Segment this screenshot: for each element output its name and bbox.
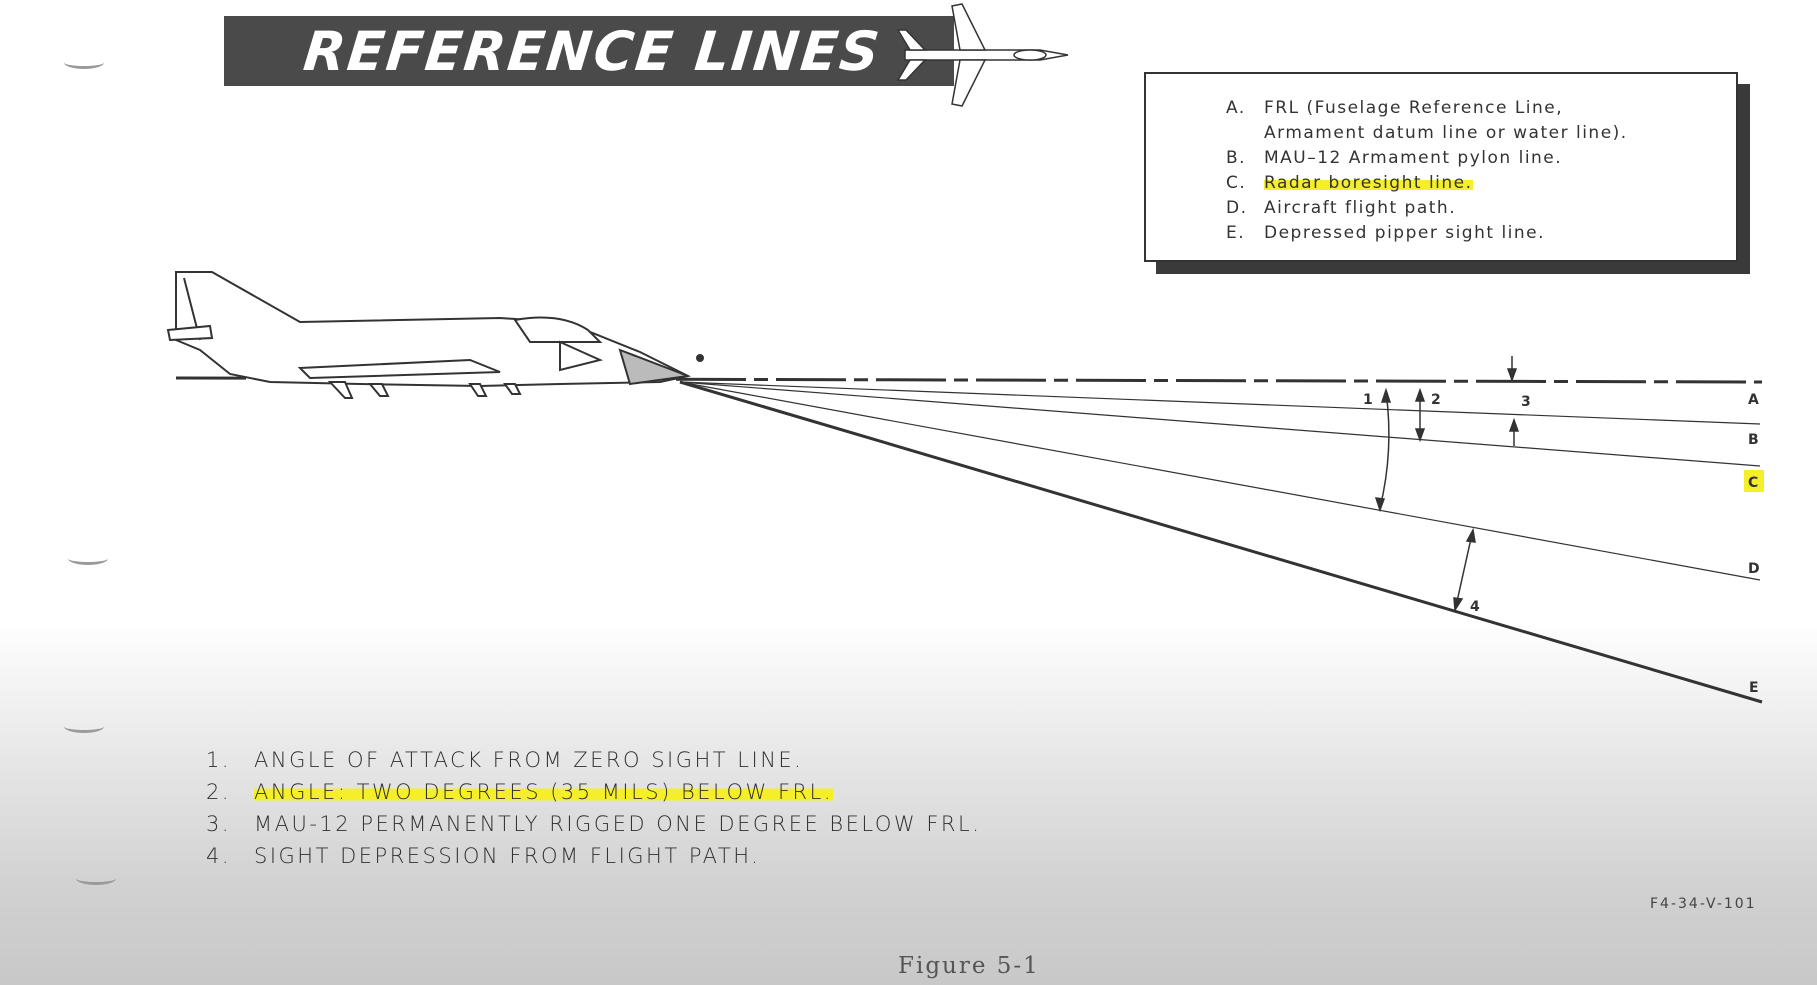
note-item: 3.MAU-12 PERMANENTLY RIGGED ONE DEGREE B… <box>206 812 982 836</box>
legend-item: A.FRL (Fuselage Reference Line, <box>1226 98 1564 118</box>
legend-item: E.Depressed pipper sight line. <box>1226 223 1546 243</box>
line-c-boresight <box>679 381 1761 467</box>
angle-label: 1 <box>1363 392 1373 408</box>
figure-code: F4-34-V-101 <box>1650 896 1757 912</box>
aircraft-side-view-icon <box>166 271 704 399</box>
reference-lines <box>175 376 1763 704</box>
line-letter-labels: A B C D E <box>1744 392 1764 696</box>
legend-item: D.Aircraft flight path. <box>1226 198 1457 218</box>
line-d-flight-path <box>679 381 1761 581</box>
angle-label: 2 <box>1431 392 1441 408</box>
angle-label: 3 <box>1521 394 1531 410</box>
legend-item: B.MAU–12 Armament pylon line. <box>1226 148 1563 168</box>
line-label-e: E <box>1749 680 1759 696</box>
highlight-mark <box>1744 470 1764 492</box>
legend-box: A.FRL (Fuselage Reference Line, Armament… <box>1144 72 1738 262</box>
plane-top-view-icon <box>896 3 1069 107</box>
binder-hole <box>76 872 116 885</box>
line-label-c: C <box>1748 475 1758 491</box>
note-item: 4.SIGHT DEPRESSION FROM FLIGHT PATH. <box>206 844 761 868</box>
note-item-highlighted: 2.ANGLE: TWO DEGREES (35 MILS) BELOW FRL… <box>206 780 833 804</box>
line-e-pipper-sight <box>679 380 1763 704</box>
legend-item: Armament datum line or water line). <box>1264 123 1628 143</box>
angle-label: 4 <box>1470 599 1480 615</box>
legend-item-highlighted: C.Radar boresight line. <box>1226 173 1473 193</box>
binder-hole <box>64 720 104 733</box>
angle-markers <box>1374 356 1520 613</box>
title-banner: REFERENCE LINES <box>224 16 954 86</box>
line-label-b: B <box>1748 432 1759 448</box>
binder-hole <box>68 552 108 565</box>
binder-hole <box>64 56 104 69</box>
line-b-pylon <box>679 381 1761 425</box>
note-item: 1.ANGLE OF ATTACK FROM ZERO SIGHT LINE. <box>206 748 804 772</box>
line-label-d: D <box>1748 561 1760 577</box>
angle-labels: 1 2 3 4 <box>1363 392 1531 615</box>
figure-caption: Figure 5-1 <box>898 953 1040 979</box>
line-label-a: A <box>1748 392 1759 408</box>
